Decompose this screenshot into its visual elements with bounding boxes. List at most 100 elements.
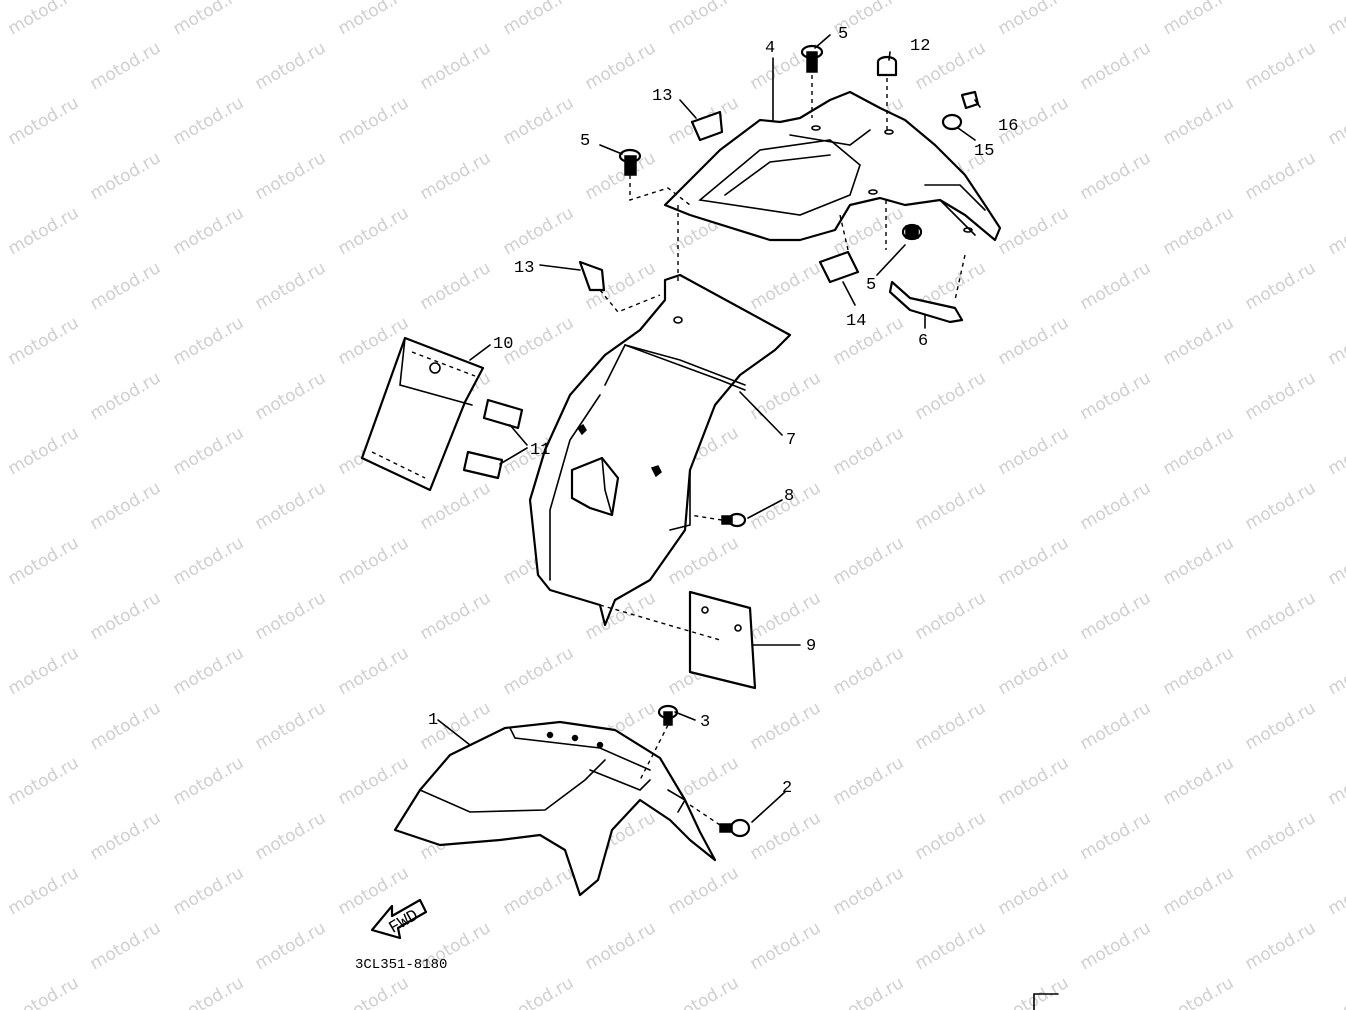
watermark-text: motod.ru [5,0,83,39]
watermark-text: motod.ru [252,478,330,534]
watermark-text: motod.ru [1077,588,1155,644]
watermark-text: motod.ru [500,863,578,919]
corner-mark [1033,993,1059,1010]
watermark-text: motod.ru [5,93,83,149]
part-7-rear-fender [528,273,792,627]
callout-5c: 5 [866,276,876,295]
watermark-text: motod.ru [170,643,248,699]
watermark-text: motod.ru [335,643,413,699]
watermark-text: motod.ru [1160,313,1238,369]
watermark-text: motod.ru [1160,203,1238,259]
watermark-text: motod.ru [1242,258,1320,314]
watermark-text: motod.ru [252,368,330,424]
callout-1: 1 [428,711,438,730]
fwd-arrow: FWD [370,898,428,940]
watermark-text: motod.ru [1325,313,1346,369]
leader-lines [437,34,981,823]
part-4-rear-fender-bracket [663,90,1002,242]
watermark-text: motod.ru [335,0,413,39]
watermark-text: motod.ru [747,368,825,424]
callout-16: 16 [998,117,1018,136]
watermark-text: motod.ru [912,808,990,864]
watermark-text: motod.ru [1242,918,1320,974]
watermark-text: motod.ru [170,93,248,149]
watermark-text: motod.ru [417,588,495,644]
watermark-text: motod.ru [87,478,165,534]
watermark-text: motod.ru [170,533,248,589]
watermark-text: motod.ru [170,203,248,259]
watermark-text: motod.ru [170,313,248,369]
watermark-text: motod.ru [252,148,330,204]
watermark-text: motod.ru [1242,588,1320,644]
watermark-text: motod.ru [170,423,248,479]
callouts: 1 2 3 4 5 5 5 6 7 8 9 10 11 12 13 13 14 … [428,25,1018,798]
watermark-text: motod.ru [1242,38,1320,94]
watermark-text: motod.ru [1160,643,1238,699]
watermark-text: motod.ru [830,863,908,919]
callout-7: 7 [786,431,796,450]
watermark-text: motod.ru [1160,93,1238,149]
watermark-text: motod.ru [1325,533,1346,589]
part-6-bracket [888,280,964,324]
part-8-bolt [721,512,747,528]
watermark-text: motod.ru [87,698,165,754]
watermark-text: motod.ru [830,423,908,479]
watermark-text: motod.ru [1325,203,1346,259]
callout-4: 4 [765,39,775,58]
watermark-text: motod.ru [5,753,83,809]
part-5-bolt-a [618,148,642,176]
watermark-text: motod.ru [912,698,990,754]
part-14-damper [818,250,860,284]
watermark-text: motod.ru [500,93,578,149]
watermark-text: motod.ru [5,973,83,1010]
part-3-bolt [657,704,679,726]
watermark-text: motod.ru [252,258,330,314]
watermark-text: motod.ru [500,203,578,259]
watermark-text: motod.ru [417,148,495,204]
callout-11: 11 [530,441,550,460]
watermark-text: motod.ru [1160,753,1238,809]
watermark-text: motod.ru [335,93,413,149]
watermark-text: motod.ru [170,753,248,809]
callout-2: 2 [782,779,792,798]
watermark-text: motod.ru [500,643,578,699]
part-13-clip-b [578,260,606,292]
part-5-bolt-c [901,223,923,241]
callout-6: 6 [918,332,928,351]
callout-12: 12 [910,37,930,56]
watermark-text: motod.ru [747,698,825,754]
watermark-text: motod.ru [1325,0,1346,39]
watermark-text: motod.ru [1077,698,1155,754]
watermark-text: motod.ru [5,863,83,919]
watermark-text: motod.ru [995,753,1073,809]
watermark-text: motod.ru [500,0,578,39]
callout-10: 10 [493,335,513,354]
watermark-text: motod.ru [1077,38,1155,94]
watermark-text: motod.ru [995,313,1073,369]
watermark-text: motod.ru [665,0,743,39]
part-13-clip-a [690,110,724,142]
watermark-text: motod.ru [1077,808,1155,864]
watermark-text: motod.ru [417,258,495,314]
watermark-text: motod.ru [5,203,83,259]
watermark-text: motod.ru [87,918,165,974]
watermark-text: motod.ru [252,808,330,864]
watermark-text: motod.ru [1077,368,1155,424]
part-15-grommet [941,113,963,131]
watermark-text: motod.ru [87,148,165,204]
part-12-grommet [876,55,898,77]
watermark-text: motod.ru [1325,93,1346,149]
watermark-text: motod.ru [87,808,165,864]
watermark-text: motod.ru [995,863,1073,919]
watermark-text: motod.ru [87,368,165,424]
watermark-text: motod.ru [87,258,165,314]
watermark-text: motod.ru [912,588,990,644]
watermark-text: motod.ru [995,643,1073,699]
watermark-text: motod.ru [665,973,743,1010]
callout-13a: 13 [652,87,672,106]
watermark-text: motod.ru [335,973,413,1010]
watermark-text: motod.ru [912,368,990,424]
watermark-text: motod.ru [170,0,248,39]
watermark-text: motod.ru [1325,973,1346,1010]
callout-13b: 13 [514,259,534,278]
